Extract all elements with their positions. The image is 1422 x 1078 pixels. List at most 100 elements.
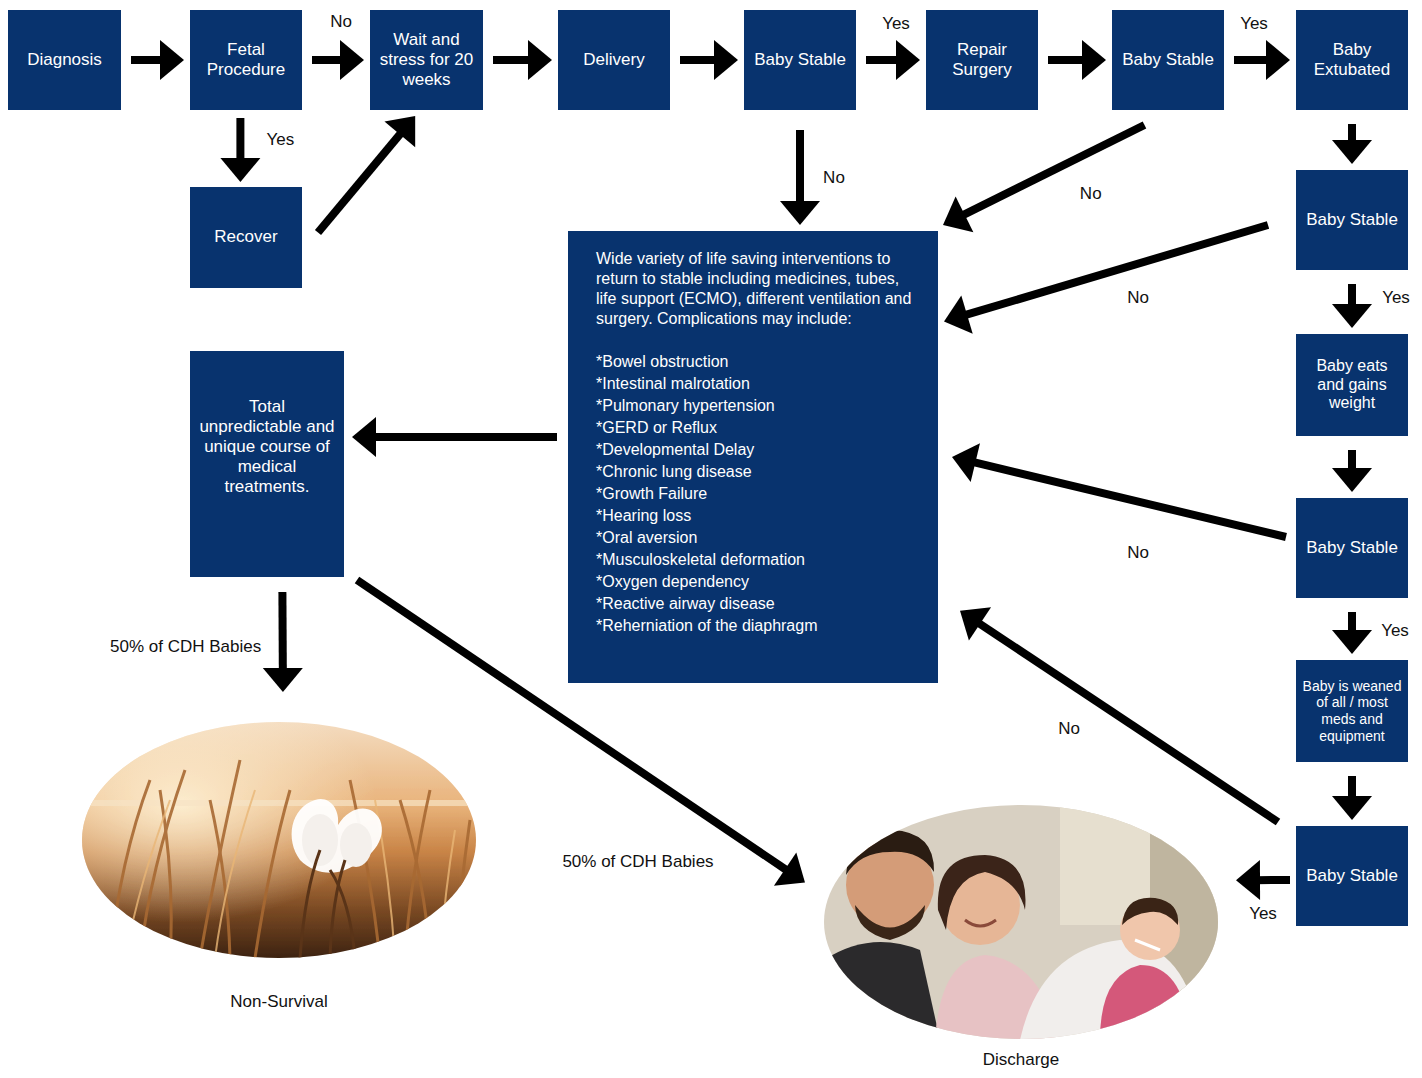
arrow-shaft [318,131,402,232]
process-box: Diagnosis [8,10,121,110]
flow-arrow [1234,40,1290,80]
complication-item: *Pulmonary hypertension [596,395,924,417]
box-label: Baby Stable [1122,50,1214,70]
flow-arrow [1332,776,1372,820]
arrow-head [714,40,738,80]
arrow-head [1332,140,1372,164]
process-box: Baby Extubated [1296,10,1408,110]
arrow-head [943,196,973,232]
edge-label: Yes [264,130,298,150]
flow-arrow [493,40,552,80]
complication-item: *Bowel obstruction [596,351,924,373]
arrow-shaft [1048,56,1086,64]
box-label: Recover [214,227,277,247]
arrow-head [528,40,552,80]
decision-box: Baby Stable [744,10,856,110]
box-label: Baby Stable [1306,866,1398,886]
edge-label: 50% of CDH Babies [107,637,264,657]
flow-arrow [263,592,303,692]
decision-box: Baby Stable [1296,826,1408,926]
arrow-head [1332,796,1372,820]
sunset-photo [82,722,476,958]
flow-arrow [1236,860,1290,900]
flow-arrow [780,130,820,225]
arrow-head [960,607,991,640]
arrow-shaft [1256,876,1290,884]
arrow-head [1332,304,1372,328]
process-box: Repair Surgery [926,10,1038,110]
complication-item: *Oral aversion [596,527,924,549]
flow-arrow [1332,284,1372,328]
edge-label: Yes [1378,621,1412,641]
flow-arrow [680,40,738,80]
edge-label: No [1124,288,1152,308]
process-box: Delivery [558,10,670,110]
edge-label: No [327,12,355,32]
arrow-head [384,116,415,147]
family-photo [824,805,1218,1040]
arrow-shaft [493,56,532,64]
arrow-shaft [796,130,804,205]
outcome-label: Non-Survival [82,992,476,1012]
flow-arrow [952,443,1286,537]
flow-arrow [1332,450,1372,492]
outcome-label: Discharge [824,1050,1218,1070]
box-label: Baby eats and gains weight [1302,357,1402,414]
outcome-ellipse: Non-Survival [82,722,476,958]
edge-label: No [1055,719,1083,739]
flow-arrow [220,118,260,182]
edge-label: Yes [1237,14,1271,34]
box-label: Repair Surgery [932,40,1032,80]
flow-arrow [318,116,415,232]
arrow-head [352,417,376,457]
complication-item: *Oxygen dependency [596,571,924,593]
edge-label: No [1124,543,1152,563]
arrow-shaft [961,125,1145,216]
complication-item: *Hearing loss [596,505,924,527]
process-box: Baby eats and gains weight [1296,334,1408,436]
arrow-shaft [236,118,244,162]
edge-label: No [1077,184,1105,204]
decision-box: Baby Stable [1296,498,1408,598]
arrow-head [340,40,364,80]
arrow-head [1332,630,1372,654]
box-label: Diagnosis [27,50,102,70]
flow-arrow [866,40,920,80]
arrow-shaft [963,225,1268,316]
process-box: Baby is weaned of all / most meds and eq… [1296,660,1408,762]
box-label: Wait and stress for 20 weeks [376,30,477,90]
arrow-head [160,40,184,80]
decision-box: Baby Stable [1112,10,1224,110]
complication-item: *Musculoskeletal deformation [596,549,924,571]
edge-label: 50% of CDH Babies [559,852,716,872]
edge-label: Yes [1246,904,1280,924]
box-label: Baby is weaned of all / most meds and eq… [1302,678,1402,744]
arrow-head [220,158,260,182]
process-box: Total unpredictable and unique course of… [190,351,344,577]
arrow-head [774,853,805,886]
interventions-box: Wide variety of life saving intervention… [568,231,938,683]
box-label: Baby Stable [1306,210,1398,230]
edge-label: Yes [1379,288,1413,308]
outcome-ellipse: Discharge [824,805,1218,1040]
box-label: Fetal Procedure [196,40,296,80]
flow-arrow [131,40,184,80]
arrow-shaft [1234,56,1270,64]
arrow-shaft [866,56,900,64]
complication-item: *Growth Failure [596,483,924,505]
flow-arrow [352,417,557,457]
box-label: Baby Extubated [1302,40,1402,80]
flow-arrow [1332,124,1372,164]
arrow-head [944,295,973,333]
decision-box: Baby Stable [1296,170,1408,270]
arrow-shaft [971,462,1286,537]
arrow-shaft [131,56,164,64]
angel-wings [292,799,382,873]
process-box: Wait and stress for 20 weeks [370,10,483,110]
arrow-head [780,201,820,225]
intervention-text: Wide variety of life saving intervention… [596,249,924,329]
flow-arrow [1048,40,1106,80]
edge-label: No [820,168,848,188]
